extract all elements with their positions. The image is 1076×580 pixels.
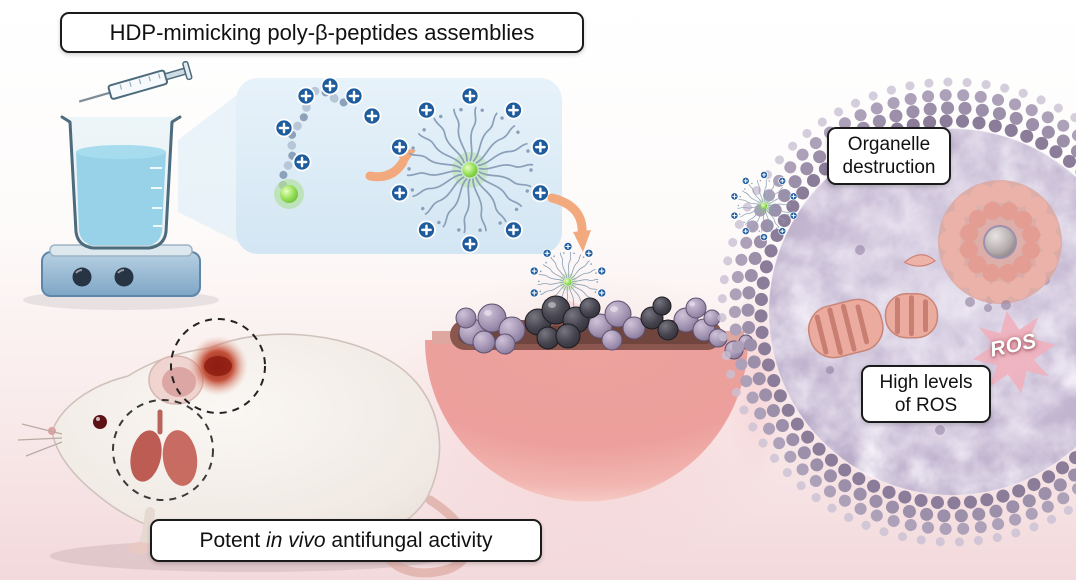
plus-badge-icon bbox=[362, 106, 382, 126]
plus-badge-icon bbox=[344, 86, 364, 106]
syringe-icon bbox=[78, 60, 193, 103]
polymer-chain bbox=[274, 76, 382, 209]
organelle-core-sphere bbox=[985, 227, 1015, 257]
beaker-illustration bbox=[23, 60, 219, 310]
plus-badge-icon bbox=[274, 118, 294, 138]
dashed-focus-circle bbox=[170, 318, 266, 414]
cell-membrane bbox=[717, 77, 1076, 547]
damaged-mitochondrion bbox=[807, 254, 939, 359]
mouse-eye bbox=[93, 415, 107, 429]
destroyed-organelle bbox=[938, 180, 1062, 312]
plus-badge-icon bbox=[296, 86, 316, 106]
organelle-destruction-text: Organelle destruction bbox=[842, 133, 936, 178]
caption-in-vivo: in vivo bbox=[266, 528, 326, 552]
plus-badge-icon bbox=[320, 76, 340, 96]
fungal-biofilm bbox=[455, 295, 754, 360]
plus-badge-icon bbox=[292, 152, 312, 172]
hotplate-icon bbox=[41, 244, 201, 297]
assembly-panel bbox=[236, 76, 562, 255]
fluorophore-end-group bbox=[280, 185, 298, 203]
dashed-focus-circle bbox=[112, 399, 214, 501]
mouse-paw bbox=[128, 542, 152, 554]
down-arrow-icon bbox=[547, 193, 591, 252]
beaker-icon bbox=[60, 115, 182, 250]
organelle-destruction-label: Organelle destruction bbox=[827, 127, 951, 185]
torn-membrane-flap bbox=[903, 254, 937, 267]
ros-burst bbox=[972, 310, 1056, 394]
caption-suffix: antifungal activity bbox=[325, 528, 493, 552]
caption-prefix: Potent bbox=[199, 528, 267, 552]
title-text: HDP-mimicking poly-β-peptides assemblies bbox=[109, 19, 535, 45]
mouse-whiskers bbox=[17, 423, 63, 457]
bottom-caption: Potent in vivo antifungal activity bbox=[150, 519, 542, 562]
lung-infection-site bbox=[112, 399, 214, 501]
wound-illustration bbox=[425, 295, 754, 502]
high-ros-label: High levels of ROS bbox=[861, 365, 991, 423]
title-box: HDP-mimicking poly-β-peptides assemblies bbox=[60, 12, 584, 53]
high-ros-text: High levels of ROS bbox=[879, 371, 973, 416]
skin-infection-site bbox=[170, 318, 266, 414]
fungal-cell-illustration bbox=[717, 77, 1076, 547]
